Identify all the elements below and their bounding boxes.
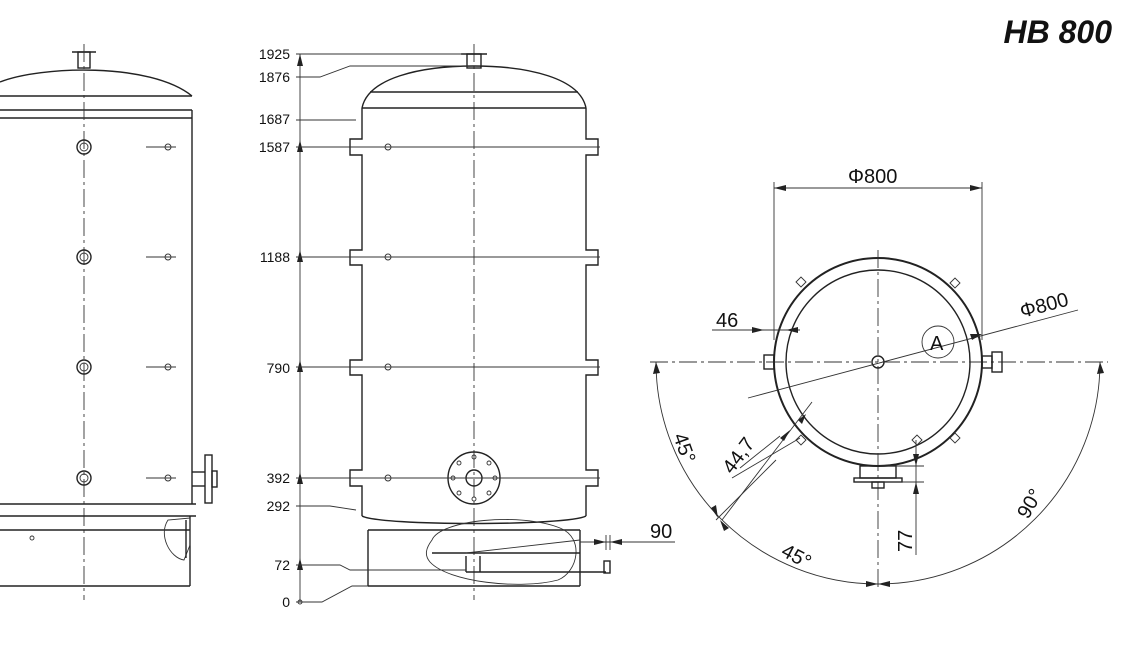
- height-dimension-column: 1925 1876 1687 1587 1188 790 392 292 72 …: [259, 46, 600, 610]
- level-1876: 1876: [259, 69, 290, 85]
- offset-44-7-label: 44,7: [718, 434, 759, 478]
- diameter-diag-label: Φ800: [1018, 289, 1071, 323]
- offset-46-label: 46: [716, 310, 738, 332]
- level-1587: 1587: [259, 139, 290, 155]
- front-view: [349, 44, 611, 600]
- level-0: 0: [282, 594, 290, 610]
- sensor-sockets-front: [380, 143, 396, 482]
- level-72: 72: [274, 557, 290, 573]
- level-1188: 1188: [260, 249, 290, 265]
- level-1687: 1687: [259, 111, 290, 127]
- dimension-90: 90: [580, 521, 675, 550]
- level-1925: 1925: [259, 46, 290, 62]
- level-292: 292: [267, 498, 291, 514]
- plan-view: A Φ800 Φ800 46 44,7 77: [650, 166, 1108, 588]
- side-view-left: [0, 44, 218, 600]
- level-392: 392: [267, 470, 291, 486]
- label-90: 90: [650, 521, 672, 543]
- connection-label-a: A: [930, 333, 944, 355]
- diameter-top-label: Φ800: [848, 166, 897, 188]
- level-790: 790: [267, 360, 291, 376]
- angle-left-lower-label: 45°: [778, 540, 815, 574]
- bottom-77-label: 77: [895, 530, 917, 552]
- model-title: HB 800: [1003, 14, 1113, 50]
- angle-left-upper-label: 45°: [668, 430, 699, 466]
- angle-right-label: 90°: [1013, 485, 1047, 522]
- sensor-sockets-left: [146, 143, 176, 482]
- rim-feet: [795, 276, 961, 446]
- side-socket-circles: [76, 139, 92, 486]
